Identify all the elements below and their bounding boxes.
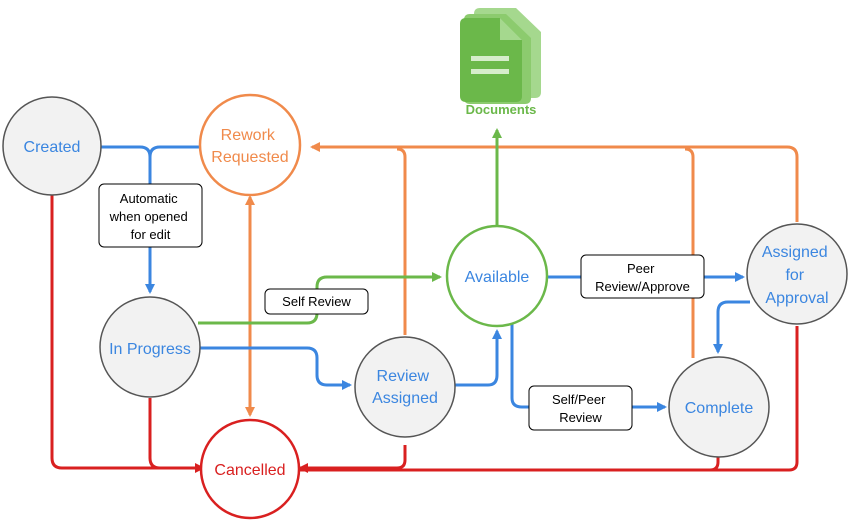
documents-group[interactable]: Documents [460,8,541,117]
in-progress-circle [99,296,201,398]
connector-review-to-rework [396,147,407,335]
connector-inprogress-to-review [198,346,352,390]
connector-approval-to-complete [713,300,750,354]
rework-label: Rework Requested [211,127,288,166]
cancelled-line-1: Cancelled [214,462,285,479]
rework-line-1: Rework [221,127,276,144]
review-assigned-circle [354,336,456,438]
review-assigned-line-1: Review [377,368,430,385]
state-rework-requested[interactable]: Rework Requested [198,93,302,197]
documents-label: Documents [466,102,537,117]
state-available[interactable]: Available [445,224,549,328]
rework-circle [198,93,302,197]
connector-inprogress-to-cancelled [148,398,203,470]
in-progress-label: In Progress [109,341,191,358]
automatic-label: Automatic when opened for edit [109,191,192,242]
connector-complete-to-rework [684,147,695,358]
connector-created-branch [148,145,200,158]
in-progress-line-1: In Progress [109,341,191,358]
self-peer-review-line-2: Review [559,410,602,425]
self-review-label: Self Review [282,294,351,309]
created-circle [2,96,102,196]
approval-circle [746,223,848,325]
peer-review-approve-line-2: Review/Approve [595,279,690,294]
cancelled-label: Cancelled [214,462,285,479]
connector-approval-to-rework [310,142,799,222]
approval-line-3: Approval [765,290,828,307]
state-cancelled[interactable]: Cancelled [199,418,301,520]
connector-approval-to-cancelled [300,326,799,472]
state-review-assigned[interactable]: Review Assigned [354,336,456,438]
automatic-box [98,183,203,248]
available-label: Available [465,269,530,286]
complete-circle [668,356,770,458]
connector-review-to-cancelled [298,445,407,473]
review-assigned-line-2: Assigned [372,390,438,407]
peer-review-approve-transition: Peer Review/Approve [580,254,705,299]
available-line-1: Available [465,269,530,286]
review-assigned-label: Review Assigned [372,368,438,407]
complete-label: Complete [685,400,754,417]
available-circle [445,224,549,328]
self-peer-review-box [528,385,633,431]
automatic-line-1: Automatic [120,191,178,206]
approval-label: Assigned for Approval [762,244,832,307]
self-review-box [264,288,369,315]
approval-line-1: Assigned [762,244,828,261]
rework-connectors [245,142,799,417]
approval-line-2: for [785,267,804,284]
automatic-line-3: for edit [131,227,171,242]
connector-created-to-cancelled [50,195,205,473]
peer-review-approve-box [580,254,705,299]
cancelled-circle [199,418,301,520]
self-peer-review-label: Self/Peer Review [552,392,609,425]
self-peer-review-line-1: Self/Peer [552,392,606,407]
rework-line-2: Requested [211,149,288,166]
state-created[interactable]: Created [2,96,102,196]
self-review-line-1: Self Review [282,294,351,309]
connector-available-to-complete [510,322,667,412]
connector-review-to-available [455,329,502,387]
self-peer-review-transition: Self/Peer Review [528,385,633,431]
state-assigned-for-approval[interactable]: Assigned for Approval [746,223,848,325]
document-icon [460,8,541,104]
created-label: Created [24,139,81,156]
state-in-progress[interactable]: In Progress [99,296,201,398]
peer-review-approve-label: Peer Review/Approve [595,261,690,294]
automatic-line-2: when opened [109,209,188,224]
cancel-connectors [50,195,799,473]
automatic-transition: Automatic when opened for edit [98,183,203,248]
self-review-transition: Self Review [264,288,369,315]
created-line-1: Created [24,139,81,156]
peer-review-approve-line-1: Peer [627,261,655,276]
complete-line-1: Complete [685,400,754,417]
state-complete[interactable]: Complete [668,356,770,458]
